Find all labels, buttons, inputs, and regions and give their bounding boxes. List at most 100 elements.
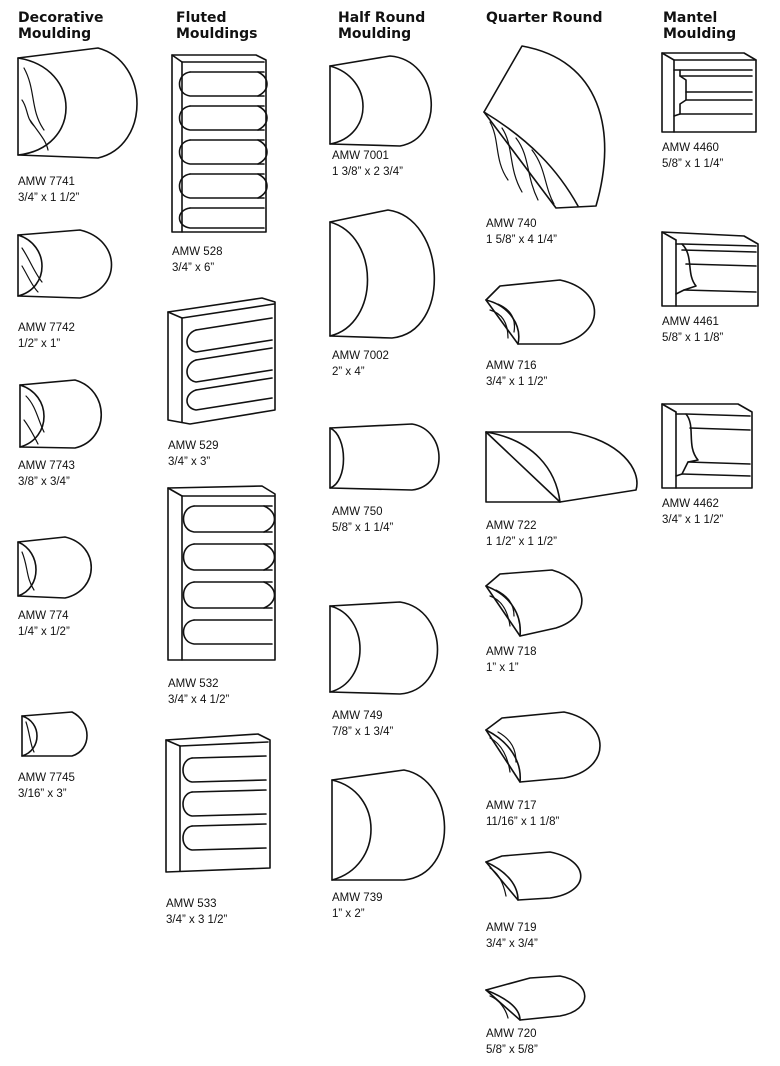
item-size: 3/4” x 4 1/2” <box>168 694 230 706</box>
item-code: AMW 7743 <box>18 460 75 472</box>
item-size: 7/8” x 1 3/4” <box>332 726 394 738</box>
item-code: AMW 533 <box>166 898 217 910</box>
label-amw7001: AMW 7001 1 3/8” x 2 3/4” <box>332 148 403 180</box>
profile-amw717 <box>485 711 601 783</box>
profile-amw7741 <box>17 47 138 159</box>
profile-amw528 <box>171 54 268 233</box>
item-size: 3/4” x 3” <box>168 456 211 468</box>
item-code: AMW 718 <box>486 646 537 658</box>
item-size: 5/8” x 5/8” <box>486 1044 538 1056</box>
header-quarter-round: Quarter Round <box>486 10 603 26</box>
profile-amw739 <box>331 769 446 881</box>
profile-amw720 <box>485 975 586 1021</box>
item-code: AMW 7001 <box>332 150 389 162</box>
item-code: AMW 750 <box>332 506 383 518</box>
item-size: 1/2” x 1” <box>18 338 61 350</box>
profile-amw7742 <box>17 229 113 299</box>
label-amw4462: AMW 4462 3/4” x 1 1/2” <box>662 496 723 528</box>
profile-amw4462 <box>661 403 753 489</box>
item-code: AMW 4462 <box>662 498 719 510</box>
item-size: 11/16” x 1 1/8” <box>486 816 560 828</box>
profile-amw7001 <box>329 55 432 147</box>
label-amw750: AMW 750 5/8” x 1 1/4” <box>332 504 393 536</box>
item-code: AMW 774 <box>18 610 69 622</box>
item-size: 1 1/2” x 1 1/2” <box>486 536 557 548</box>
label-amw719: AMW 719 3/4” x 3/4” <box>486 920 538 952</box>
header-half-round-moulding: Half Round Moulding <box>338 10 426 42</box>
item-code: AMW 7742 <box>18 322 75 334</box>
item-size: 3/4” x 6” <box>172 262 215 274</box>
label-amw722: AMW 722 1 1/2” x 1 1/2” <box>486 518 557 550</box>
item-code: AMW 532 <box>168 678 219 690</box>
item-code: AMW 717 <box>486 800 537 812</box>
item-size: 2” x 4” <box>332 366 365 378</box>
item-code: AMW 720 <box>486 1028 537 1040</box>
label-amw7743: AMW 7743 3/8” x 3/4” <box>18 458 75 490</box>
item-code: AMW 7745 <box>18 772 75 784</box>
profile-amw529 <box>167 297 276 425</box>
label-amw718: AMW 718 1” x 1” <box>486 644 537 676</box>
item-code: AMW 529 <box>168 440 219 452</box>
item-code: AMW 719 <box>486 922 537 934</box>
item-size: 3/4” x 1 1/2” <box>18 192 80 204</box>
profile-amw722 <box>485 431 638 503</box>
item-size: 3/4” x 1 1/2” <box>486 376 548 388</box>
item-size: 5/8” x 1 1/4” <box>662 158 724 170</box>
item-size: 1 5/8” x 4 1/4” <box>486 234 557 246</box>
label-amw774: AMW 774 1/4” x 1/2” <box>18 608 70 640</box>
item-code: AMW 528 <box>172 246 223 258</box>
profile-amw740 <box>483 45 606 209</box>
item-code: AMW 7741 <box>18 176 75 188</box>
item-size: 3/8” x 3/4” <box>18 476 70 488</box>
item-code: AMW 749 <box>332 710 383 722</box>
label-amw7002: AMW 7002 2” x 4” <box>332 348 389 380</box>
item-code: AMW 7002 <box>332 350 389 362</box>
item-size: 3/4” x 3 1/2” <box>166 914 228 926</box>
item-size: 1/4” x 1/2” <box>18 626 70 638</box>
item-size: 1 3/8” x 2 3/4” <box>332 166 403 178</box>
label-amw4461: AMW 4461 5/8” x 1 1/8” <box>662 314 723 346</box>
item-code: AMW 722 <box>486 520 537 532</box>
label-amw7741: AMW 7741 3/4” x 1 1/2” <box>18 174 79 206</box>
item-code: AMW 740 <box>486 218 537 230</box>
item-size: 5/8” x 1 1/8” <box>662 332 724 344</box>
label-amw749: AMW 749 7/8” x 1 3/4” <box>332 708 393 740</box>
profile-amw7002 <box>329 209 436 339</box>
label-amw4460: AMW 4460 5/8” x 1 1/4” <box>662 140 723 172</box>
item-size: 3/16” x 3” <box>18 788 67 800</box>
profile-amw4461 <box>661 231 759 307</box>
label-amw528: AMW 528 3/4” x 6” <box>172 244 223 276</box>
profile-amw532 <box>167 485 276 661</box>
label-amw529: AMW 529 3/4” x 3” <box>168 438 219 470</box>
item-size: 5/8” x 1 1/4” <box>332 522 394 534</box>
header-fluted-mouldings: Fluted Mouldings <box>176 10 258 42</box>
label-amw717: AMW 717 11/16” x 1 1/8” <box>486 798 559 830</box>
label-amw532: AMW 532 3/4” x 4 1/2” <box>168 676 229 708</box>
item-size: 1” x 2” <box>332 908 365 920</box>
profile-amw718 <box>485 569 583 637</box>
item-code: AMW 739 <box>332 892 383 904</box>
profile-amw7745 <box>21 711 88 757</box>
label-amw533: AMW 533 3/4” x 3 1/2” <box>166 896 227 928</box>
profile-amw719 <box>485 851 582 901</box>
profile-amw750 <box>329 423 440 491</box>
label-amw720: AMW 720 5/8” x 5/8” <box>486 1026 538 1058</box>
item-code: AMW 4460 <box>662 142 719 154</box>
label-amw7742: AMW 7742 1/2” x 1” <box>18 320 75 352</box>
header-decorative-moulding: Decorative Moulding <box>18 10 104 42</box>
profile-amw533 <box>165 733 271 873</box>
profile-amw7743 <box>19 379 103 449</box>
profile-amw749 <box>329 601 439 695</box>
label-amw7745: AMW 7745 3/16” x 3” <box>18 770 75 802</box>
profile-amw774 <box>17 536 92 599</box>
item-code: AMW 4461 <box>662 316 719 328</box>
profile-amw4460 <box>661 52 757 133</box>
item-size: 3/4” x 3/4” <box>486 938 538 950</box>
profile-amw716 <box>485 279 596 345</box>
item-code: AMW 716 <box>486 360 537 372</box>
item-size: 1” x 1” <box>486 662 519 674</box>
label-amw716: AMW 716 3/4” x 1 1/2” <box>486 358 547 390</box>
item-size: 3/4” x 1 1/2” <box>662 514 724 526</box>
label-amw739: AMW 739 1” x 2” <box>332 890 383 922</box>
